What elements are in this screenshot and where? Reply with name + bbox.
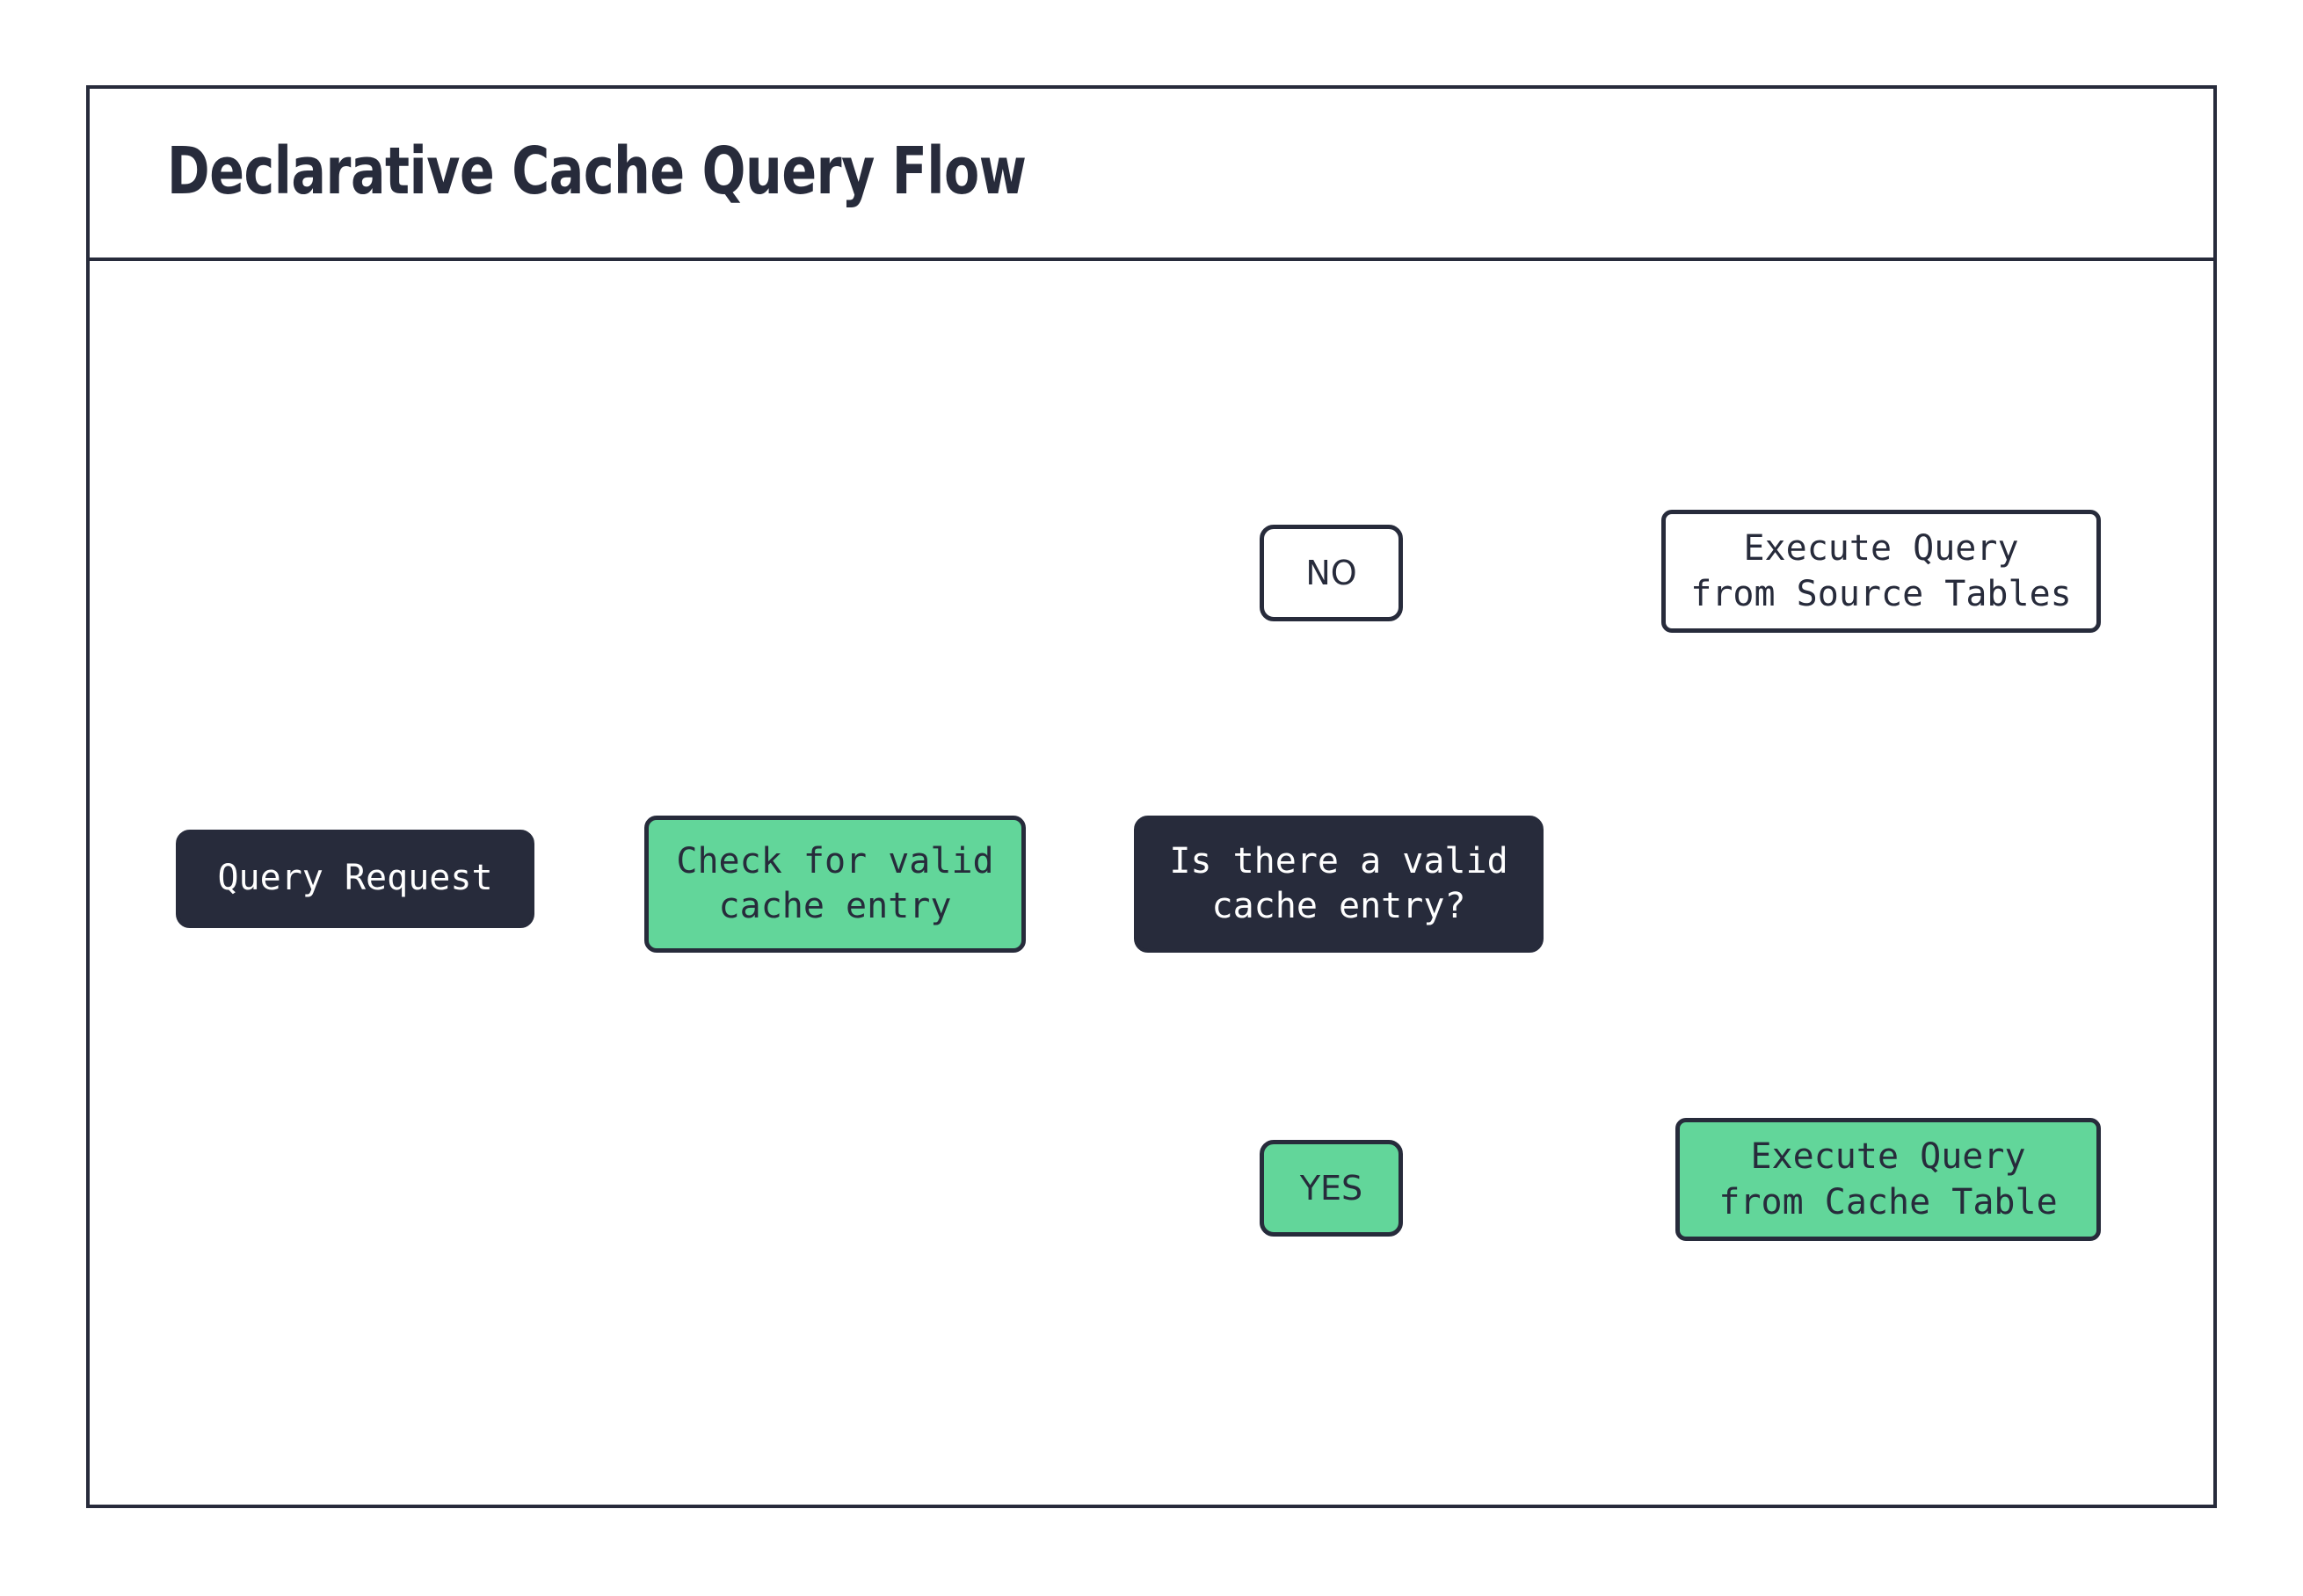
diagram-frame [86,85,2217,1508]
node-query-request[interactable]: Query Request [176,830,534,928]
page-title: Declarative Cache Query Flow [167,134,1027,209]
branch-label-no[interactable]: NO [1260,525,1403,621]
diagram-header: Declarative Cache Query Flow [86,85,2217,261]
node-execute-query-from-cache-table[interactable]: Execute Query from Cache Table [1675,1118,2101,1241]
node-check-for-valid-cache-entry[interactable]: Check for valid cache entry [644,816,1026,953]
node-is-there-a-valid-cache-entry[interactable]: Is there a valid cache entry? [1134,816,1544,953]
branch-label-yes[interactable]: YES [1260,1140,1403,1237]
node-execute-query-from-source-tables[interactable]: Execute Query from Source Tables [1661,510,2101,633]
